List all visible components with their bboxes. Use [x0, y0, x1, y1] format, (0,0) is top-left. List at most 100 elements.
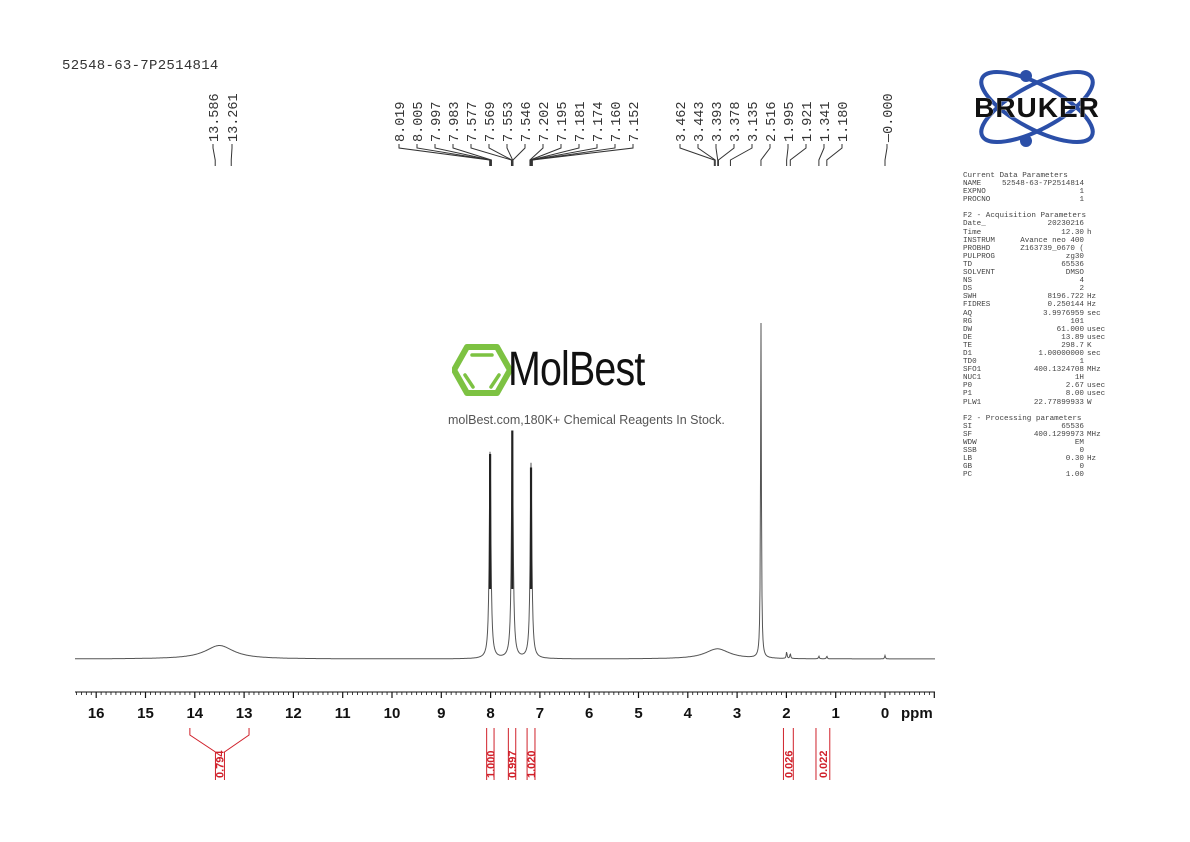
param-value: 2.67	[1065, 382, 1084, 391]
param-key: RG	[963, 317, 973, 326]
peak-shift-label: 8.019	[394, 101, 409, 142]
peak-shift-label: 7.997	[430, 101, 445, 142]
param-unit: usec	[1087, 382, 1106, 391]
param-key: NAME	[963, 180, 982, 189]
param-unit	[1084, 358, 1113, 366]
param-key: TD	[963, 260, 973, 269]
param-value: EM	[1074, 438, 1084, 447]
param-unit: h	[1087, 228, 1092, 237]
param-value: 2	[1079, 285, 1084, 294]
param-unit: usec	[1087, 390, 1106, 399]
param-value: 0.250144	[1047, 301, 1084, 310]
param-value: 1.00000000	[1038, 349, 1084, 358]
peak-shift-label: 3.462	[675, 101, 690, 142]
param-value: 1H	[1074, 374, 1084, 383]
x-tick-label: 12	[285, 705, 302, 722]
peak-shift-label: 7.577	[466, 101, 481, 142]
param-unit: Hz	[1087, 301, 1097, 310]
param-key: TE	[963, 341, 973, 350]
param-value: 22.77899933	[1033, 398, 1084, 407]
x-tick-label: 13	[236, 705, 253, 722]
param-unit: W	[1087, 398, 1092, 407]
param-value: 8.00	[1065, 390, 1084, 399]
peak-shift-label: 7.160	[610, 101, 625, 142]
peak-shift-label: 13.261	[227, 93, 242, 142]
molbest-watermark: MolBest molBest.com,180K+ Chemical Reage…	[448, 340, 748, 435]
peak-shift-label: 3.393	[711, 101, 726, 142]
molbest-tagline: molBest.com,180K+ Chemical Reagents In S…	[448, 413, 725, 427]
peak-shift-label: —0.000	[882, 93, 897, 143]
sample-title: 52548-63-7P2514814	[62, 58, 219, 74]
peak-shift-label: 7.202	[538, 101, 553, 142]
param-unit	[1084, 463, 1113, 471]
bruker-atom-icon: BRUKER	[974, 70, 1099, 147]
param-key: TD0	[963, 358, 977, 367]
peak-shift-label: 7.152	[628, 101, 643, 142]
x-tick-label: 10	[384, 705, 401, 722]
integral-value: 1.000	[485, 750, 497, 778]
param-unit	[1084, 471, 1113, 479]
param-key: P0	[963, 382, 973, 391]
param-value: 0	[1079, 463, 1084, 472]
x-tick-label: 3	[733, 705, 741, 722]
x-tick-label: 0	[881, 705, 889, 722]
param-value: 12.30	[1061, 228, 1084, 237]
param-value: 298.7	[1061, 341, 1084, 350]
param-value: 65536	[1061, 422, 1084, 431]
param-unit: usec	[1087, 333, 1106, 342]
peak-shift-label: 7.195	[556, 101, 571, 142]
param-unit	[1084, 180, 1113, 188]
param-key: SF	[963, 430, 973, 439]
spectrum-trace	[75, 322, 935, 660]
param-row-td: TD 65536	[963, 261, 1113, 269]
peak-shift-label: 7.546	[520, 101, 535, 142]
param-key: Date_	[963, 220, 986, 229]
peak-shift-label: 1.180	[837, 101, 852, 142]
param-key: PROBHD	[963, 244, 991, 253]
param-key: P1	[963, 390, 973, 399]
param-value: 0	[1079, 447, 1084, 455]
peak-shift-label: 13.586	[208, 93, 223, 142]
param-value: 13.89	[1061, 333, 1084, 342]
param-key: LB	[963, 455, 973, 464]
param-value: 65536	[1061, 260, 1084, 269]
param-value: 400.1299973	[1033, 430, 1084, 439]
param-unit	[1084, 318, 1113, 326]
param-key: DW	[963, 325, 973, 334]
x-tick-label: 11	[335, 705, 351, 722]
param-unit	[1084, 253, 1113, 261]
param-unit	[1084, 285, 1113, 293]
param-key: SFO1	[963, 366, 982, 375]
processing-params-title: F2 - Processing parameters	[963, 414, 1082, 423]
param-unit	[1084, 261, 1113, 269]
param-value: zg30	[1065, 252, 1084, 261]
param-key: D1	[963, 349, 973, 358]
param-key: NS	[963, 277, 973, 286]
param-key: PLW1	[963, 398, 982, 407]
x-tick-label: 8	[486, 705, 494, 722]
param-key: SOLVENT	[963, 269, 995, 278]
hexagon-logo-icon	[452, 344, 512, 396]
peak-shift-label: 3.443	[693, 101, 708, 142]
peak-shift-label: 3.135	[747, 101, 762, 142]
param-value: 400.1324708	[1033, 366, 1084, 375]
